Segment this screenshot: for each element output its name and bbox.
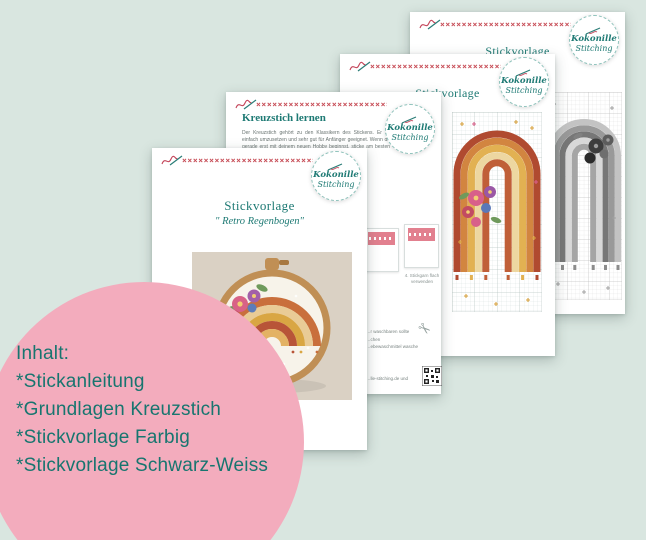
fabric-band [368, 232, 395, 245]
care-instructions: …r waschbaren sollte …chen …ebewaschmitt… [366, 328, 418, 351]
stitch-step-diagram [404, 224, 439, 268]
website-text: …lle-stitching.de und [366, 376, 409, 381]
brand-sub: Stitching [505, 86, 543, 95]
needle-icon [585, 27, 601, 35]
bw-cross-stitch-chart [545, 91, 623, 305]
brand-name: Kokonille [387, 123, 433, 133]
thread-squiggle-icon [348, 59, 372, 78]
thread-squiggle-icon [418, 17, 442, 36]
hoop-step-diagram [364, 228, 399, 272]
contents-list: Inhalt: *Stickanleitung *Grundlagen Kreu… [16, 340, 268, 480]
brand-name: Kokonille [571, 34, 617, 44]
tutorial-heading: Kreuzstich lernen [242, 112, 326, 124]
brand-badge: Kokonille Stitching [499, 57, 549, 107]
brand-badge: Kokonille Stitching [385, 104, 435, 154]
brand-name: Kokonille [313, 170, 359, 180]
contents-item: *Grundlagen Kreuzstich [16, 399, 222, 420]
cover-subtitle: " Retro Regenbogen" [215, 216, 304, 227]
needle-icon [515, 69, 531, 77]
cover-title: Stickvorlage [224, 198, 295, 213]
needle-icon [401, 116, 417, 124]
contents-circle: Inhalt: *Stickanleitung *Grundlagen Kreu… [0, 282, 304, 540]
qr-code [421, 365, 443, 391]
contents-item: *Stickvorlage Schwarz-Weiss [16, 455, 269, 476]
text-fragment: …chen [366, 336, 381, 342]
fabric-band [408, 228, 435, 241]
color-cross-stitch-chart [451, 111, 543, 317]
stitch-border: ×××××××××××××××××××××××××××××××××× [182, 156, 313, 165]
caption-lines [368, 248, 395, 265]
brand-sub: Stitching [317, 180, 355, 189]
brand-sub: Stitching [391, 133, 429, 142]
needle-icon [327, 163, 343, 171]
stitch-border: ×××××××××××××××××××××××××××××××××× [440, 20, 571, 29]
brand-badge: Kokonille Stitching [311, 151, 361, 201]
brand-badge: Kokonille Stitching [569, 15, 619, 65]
brand-name: Kokonille [501, 76, 547, 86]
contents-title: Inhalt: [16, 343, 70, 364]
thread-squiggle-icon [160, 153, 184, 172]
contents-item: *Stickvorlage Farbig [16, 427, 191, 448]
caption-lines [408, 244, 435, 261]
contents-item: *Stickanleitung [16, 371, 145, 392]
text-fragment: …r waschbaren sollte [366, 329, 410, 334]
stitch-border: ×××××××××××××××××××××××××××××××××× [256, 100, 387, 109]
brand-sub: Stitching [575, 44, 613, 53]
text-fragment: …ebewaschmittel waschen und vorsichtig [366, 344, 418, 349]
diagram-caption: 4. Stickgarn flach verwenden [404, 273, 440, 284]
stitch-border: ×××××××××××××××××××××××××××××××××× [370, 62, 501, 71]
thread-squiggle-icon [234, 97, 258, 116]
